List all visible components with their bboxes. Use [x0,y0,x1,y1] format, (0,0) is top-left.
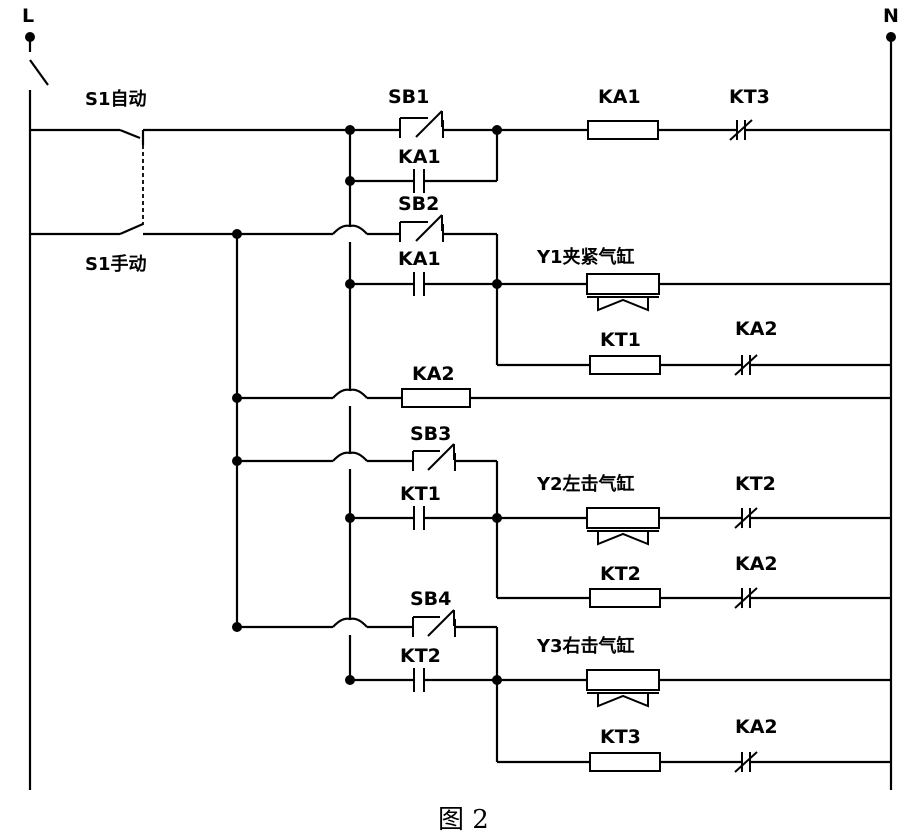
kt1-coil-label: KT1 [600,329,641,351]
rung-5 [232,609,891,773]
ka2-contact-1-label: KA2 [735,318,778,340]
sb1-label: SB1 [388,86,429,108]
kt2-contact-2-label: KT2 [400,645,441,667]
ka1-contact-1-label: KA1 [398,146,441,168]
rung-1 [345,110,891,193]
right-rail [886,32,896,790]
sb4-label: SB4 [410,588,451,610]
left-rail-label: L [22,5,34,27]
s1-auto-label: S1自动 [85,88,147,110]
ka2-contact-3-label: KA2 [735,716,778,738]
ka1-coil-label: KA1 [598,86,641,108]
y2-label: Y2左击气缸 [536,473,635,495]
kt3-coil-label: KT3 [600,726,641,748]
ka2-coil-label: KA2 [412,363,455,385]
rung-2 [232,214,891,376]
selector-switch-s1 [30,128,350,236]
right-rail-label: N [883,5,899,27]
kt2-contact-label: KT2 [735,473,776,495]
ka1-contact-2-label: KA1 [398,248,441,270]
rung-4 [232,443,891,609]
kt3-contact-label: KT3 [729,86,770,108]
kt2-coil-label: KT2 [600,563,641,585]
ka2-contact-2-label: KA2 [735,553,778,575]
sb2-label: SB2 [398,193,439,215]
sb3-label: SB3 [410,423,451,445]
rung-3 [232,388,891,408]
figure-caption: 图 2 [438,805,489,835]
y3-label: Y3右击气缸 [536,635,635,657]
left-rail [25,32,49,790]
y1-label: Y1夹紧气缸 [536,246,635,268]
kt1-contact-label: KT1 [400,483,441,505]
s1-manual-label: S1手动 [85,253,147,275]
